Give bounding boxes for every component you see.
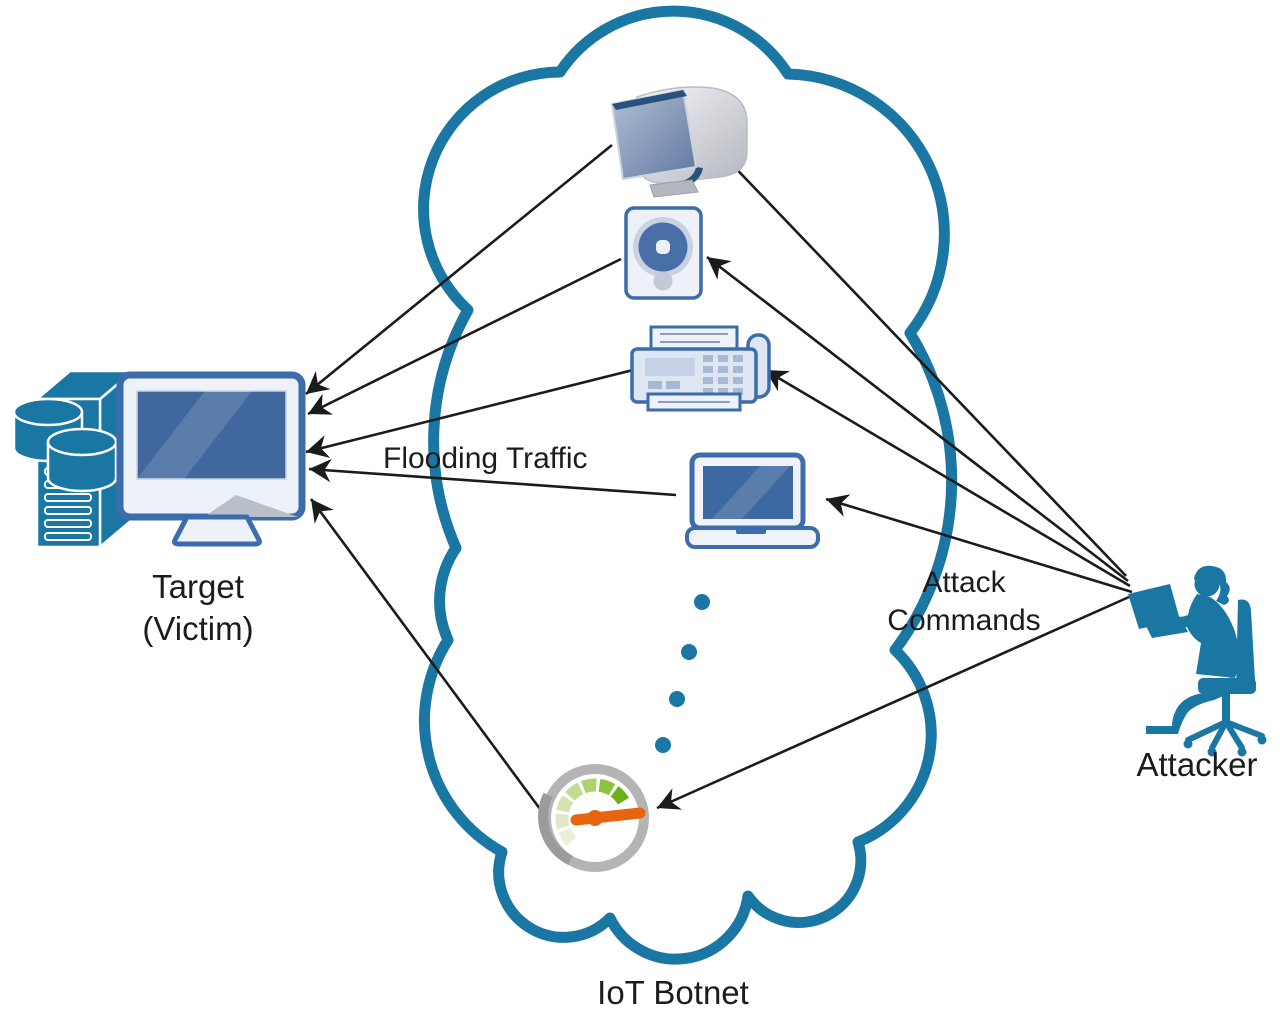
smart-tv-icon bbox=[610, 86, 748, 198]
ellipsis-dots bbox=[655, 594, 710, 753]
attack-commands-label: Attack Commands bbox=[854, 564, 1074, 640]
attacker-legs bbox=[1146, 676, 1233, 734]
target-server-icon bbox=[12, 369, 135, 549]
flooding-arrows bbox=[305, 143, 677, 814]
ip-camera-icon bbox=[624, 206, 703, 300]
target-label-line1: Target bbox=[152, 568, 244, 605]
target-label: Target (Victim) bbox=[95, 566, 301, 650]
dot bbox=[655, 737, 671, 753]
attack-arrow bbox=[764, 368, 1131, 588]
flooding-arrow bbox=[305, 368, 634, 458]
office-chair-pole bbox=[1222, 694, 1230, 722]
iot-botnet-label: IoT Botnet bbox=[597, 974, 749, 1011]
attack-command-arrows bbox=[656, 133, 1133, 810]
smart-meter-gauge-icon bbox=[538, 764, 649, 872]
attacker-body bbox=[1159, 594, 1239, 678]
flooding-arrow bbox=[308, 458, 677, 497]
attack-commands-label-line1: Attack bbox=[922, 566, 1006, 599]
flooding-arrow bbox=[305, 143, 613, 396]
flooding-traffic-label: Flooding Traffic bbox=[383, 442, 588, 475]
botnet-cloud-shape bbox=[418, 5, 958, 965]
attack-commands-label-line2: Commands bbox=[887, 604, 1041, 637]
attacker-hair bbox=[1194, 565, 1230, 605]
target-label-line2: (Victim) bbox=[142, 610, 254, 647]
office-chair-seat bbox=[1198, 678, 1256, 694]
database-cylinder-icon bbox=[46, 427, 118, 493]
attack-arrow bbox=[825, 494, 1133, 594]
office-chair-back bbox=[1236, 599, 1255, 690]
dot bbox=[681, 644, 697, 660]
target-monitor-icon bbox=[116, 371, 306, 547]
office-chair-base bbox=[1185, 719, 1265, 751]
flooding-arrow bbox=[309, 498, 545, 814]
attacker-label: Attacker bbox=[1136, 746, 1258, 783]
laptop-icon bbox=[685, 452, 820, 549]
dot bbox=[694, 594, 710, 610]
attack-arrow bbox=[702, 133, 1127, 577]
flooding-arrow bbox=[307, 257, 622, 416]
attack-arrow bbox=[706, 255, 1129, 583]
fax-machine-icon bbox=[630, 325, 771, 412]
attacker-silhouette-icon bbox=[1128, 565, 1267, 757]
attack-arrow bbox=[656, 595, 1130, 810]
dot bbox=[669, 691, 685, 707]
